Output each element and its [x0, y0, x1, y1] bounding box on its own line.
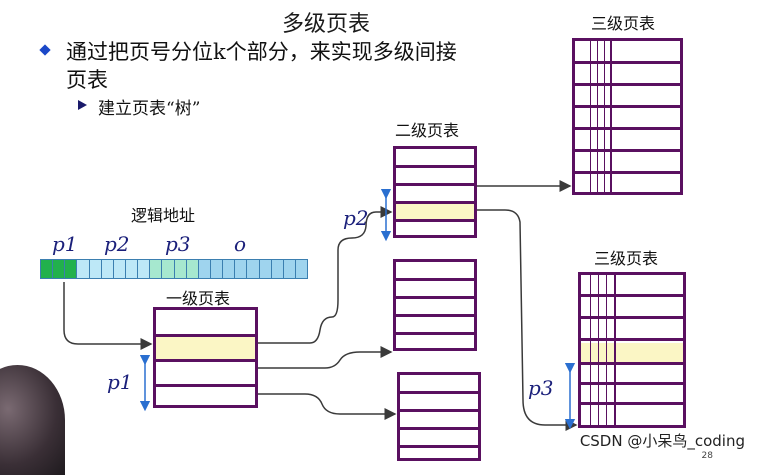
address-bit-cell [162, 260, 175, 278]
address-bit-cell [223, 260, 236, 278]
field-p2-label: p2 [104, 232, 130, 256]
address-bit-cell [174, 260, 187, 278]
address-bit-cell [259, 260, 272, 278]
field-offset-label: o [234, 232, 247, 256]
address-bit-cell [65, 260, 78, 278]
level2-page-table-2 [393, 259, 477, 351]
address-bit-cell [125, 260, 139, 278]
offset-p1-label: p1 [107, 370, 133, 394]
page-number: 28 [701, 451, 713, 461]
level3-page-table-top [572, 38, 683, 195]
field-p1-label: p1 [52, 232, 78, 256]
bullet-text-continued: 页表 [66, 68, 108, 92]
arrow-level1-to-level2-3 [258, 393, 397, 420]
level1-page-table [153, 307, 258, 408]
arrows-layer [63, 180, 578, 431]
watermark-text: CSDN @小呆鸟_coding [579, 432, 745, 450]
level3-table-label-bottom: 三级页表 [594, 249, 659, 268]
slide-title: 多级页表 [282, 12, 371, 37]
level2-table-label: 二级页表 [395, 121, 460, 140]
address-bit-cell [77, 260, 90, 278]
address-bit-cell [235, 260, 248, 278]
address-bit-cell [295, 260, 308, 278]
offset-p2-label: p2 [343, 206, 369, 230]
address-bit-cell [113, 260, 126, 278]
level1-table-label: 一级页表 [166, 289, 231, 308]
arrow-p1-to-level1 [63, 282, 153, 350]
level2-page-table-1 [393, 146, 477, 238]
level3-table-label-top: 三级页表 [591, 14, 656, 33]
offset-p3-label: p3 [528, 376, 554, 400]
address-bit-cell [198, 260, 211, 278]
address-bit-cell [210, 260, 224, 278]
level2-selected-entry [396, 204, 474, 220]
address-bit-cell [41, 260, 54, 278]
level3-page-table-bottom [578, 272, 686, 428]
address-bit-cell [138, 260, 151, 278]
address-bit-cell [271, 260, 284, 278]
address-bit-cell [150, 260, 163, 278]
arrow-level2-to-level3-bottom [477, 209, 578, 431]
sub-bullet-text: 建立页表“树” [98, 99, 201, 119]
bullet-text: 通过把页号分位k个部分，来实现多级间接 [66, 40, 457, 64]
arrow-level1-to-level2-2 [258, 346, 393, 369]
sub-bullet-arrow-icon [78, 100, 87, 110]
field-p3-label: p3 [165, 232, 191, 256]
address-bit-cell [247, 260, 260, 278]
logical-address-bar [40, 259, 308, 279]
logical-address-label: 逻辑地址 [131, 206, 196, 225]
address-bit-cell [101, 260, 114, 278]
address-bit-cell [283, 260, 296, 278]
arrow-level1-to-level2-1 [258, 206, 393, 344]
address-bit-cell [186, 260, 199, 278]
level2-page-table-3 [397, 372, 481, 461]
address-bit-cell [53, 260, 66, 278]
address-bit-cell [89, 260, 102, 278]
level1-selected-entry [156, 334, 255, 359]
